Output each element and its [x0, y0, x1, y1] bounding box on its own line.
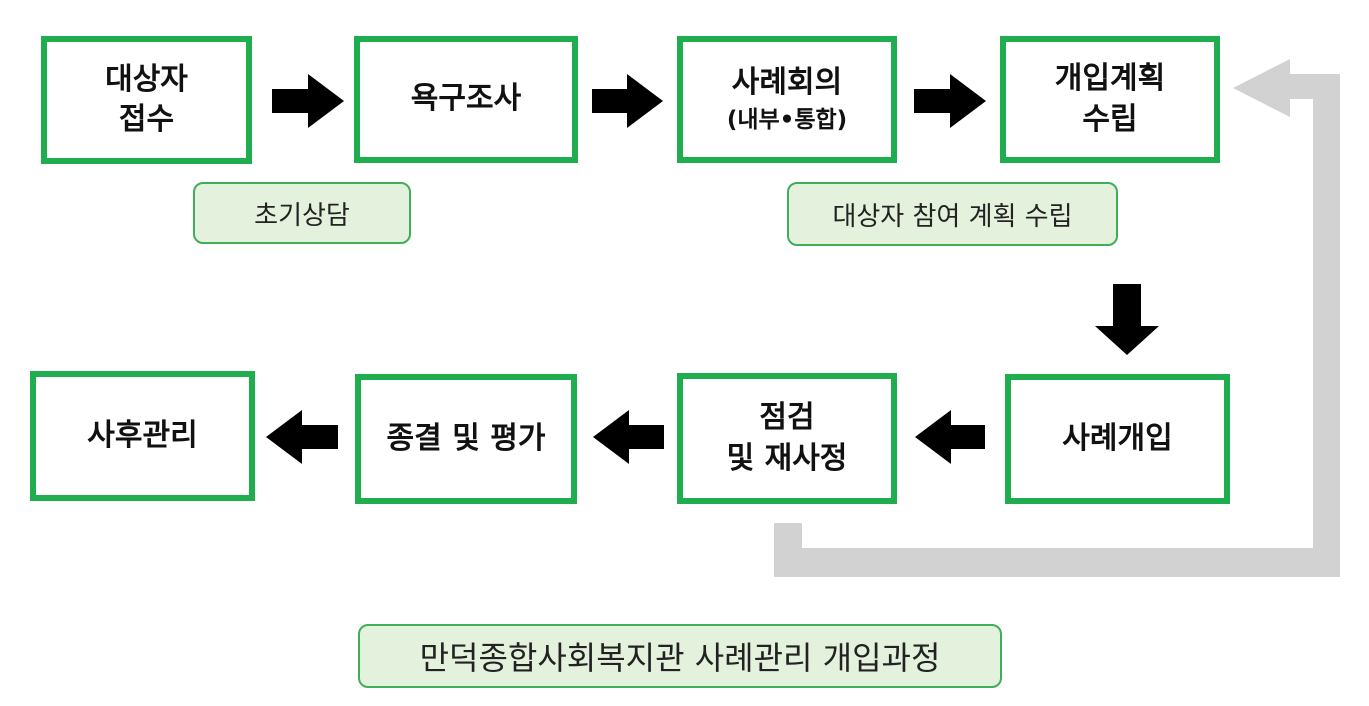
arrow-left-1	[915, 410, 985, 464]
step-intervention-planning-line1: 개입계획	[1054, 61, 1166, 96]
step-intervention-planning: 개입계획 수립	[1000, 36, 1220, 163]
step-case-conference: 사례회의 (내부•통합)	[677, 36, 897, 163]
diagram-caption: 만덕종합사회복지관 사례관리 개입과정	[358, 624, 1002, 688]
step-termination-evaluation: 종결 및 평가	[355, 374, 577, 504]
arrow-right-1	[272, 74, 344, 128]
note-initial-consult: 초기상담	[193, 182, 411, 244]
feedback-loop-arrow	[774, 59, 1340, 577]
arrow-right-3	[914, 74, 986, 128]
step-termination-evaluation-label: 종결 및 평가	[386, 420, 546, 456]
step-case-intervention-label: 사례개입	[1062, 420, 1173, 456]
arrow-left-2	[593, 410, 664, 464]
step-monitoring-reassessment-line2: 및 재사정	[726, 440, 848, 476]
step-intake-line2: 접수	[118, 102, 175, 137]
arrow-right-2	[592, 74, 663, 128]
step-follow-up-label: 사후관리	[87, 417, 198, 453]
note-participatory-plan-label: 대상자 참여 계획 수립	[832, 201, 1073, 232]
note-participatory-plan: 대상자 참여 계획 수립	[787, 182, 1118, 246]
arrow-down	[1095, 284, 1159, 355]
step-monitoring-reassessment: 점검 및 재사정	[677, 373, 897, 504]
note-initial-consult-label: 초기상담	[254, 200, 350, 231]
step-needs-assessment-label: 욕구조사	[410, 81, 522, 117]
step-intake-line1: 대상자	[105, 61, 188, 97]
step-case-conference-line1: 사례회의	[731, 65, 843, 101]
step-intervention-planning-line2: 수립	[1082, 101, 1138, 137]
step-follow-up: 사후관리	[30, 371, 255, 501]
step-needs-assessment: 욕구조사	[354, 36, 578, 163]
step-intake: 대상자 접수	[41, 36, 252, 164]
step-monitoring-reassessment-line1: 점검	[759, 400, 815, 435]
step-case-intervention: 사례개입	[1005, 374, 1230, 504]
diagram-caption-label: 만덕종합사회복지관 사례관리 개입과정	[419, 639, 941, 677]
arrow-left-3	[266, 410, 338, 464]
step-case-conference-line2: (내부•통합)	[726, 106, 848, 133]
